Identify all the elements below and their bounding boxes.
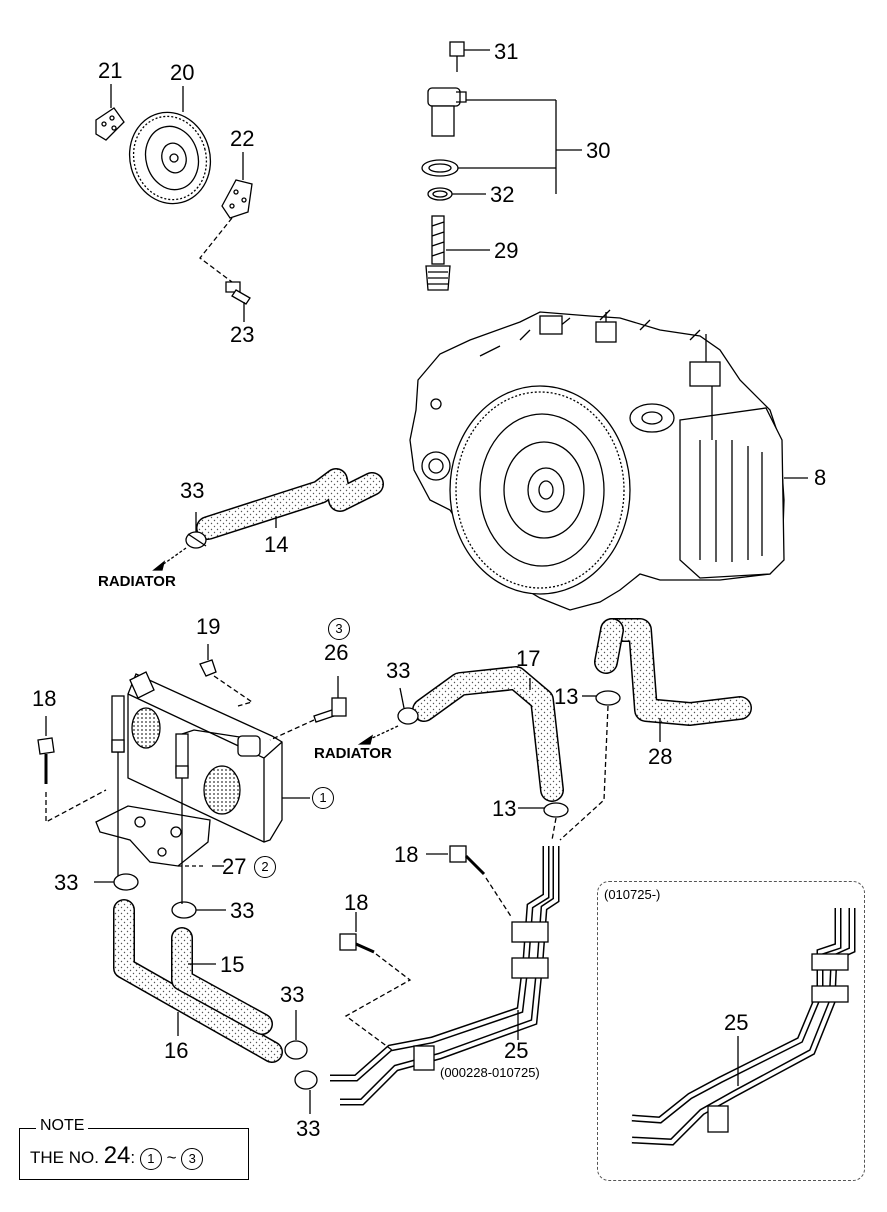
callout-25-main: 25 — [504, 1038, 529, 1063]
callout-17: 17 — [516, 646, 541, 671]
date-range-main: (000228-010725) — [440, 1065, 540, 1080]
callout-32: 32 — [490, 182, 515, 207]
callout-27: 27 — [222, 854, 247, 879]
callout-19: 19 — [196, 614, 221, 639]
callout-18-left: 18 — [32, 686, 57, 711]
circled-1: 1 — [312, 787, 334, 809]
note-text: THE NO. 24: 1 ~ 3 — [30, 1142, 204, 1170]
callout-8: 8 — [814, 465, 827, 490]
callout-29: 29 — [494, 238, 519, 263]
note-box — [19, 1128, 249, 1180]
radiator-label-upper: RADIATOR — [98, 573, 176, 590]
speed-sensor-group — [421, 41, 582, 291]
hose-14-group — [152, 468, 384, 571]
inset-box — [597, 881, 865, 1181]
oil-cooler-tube-main — [330, 845, 560, 1106]
callout-14: 14 — [264, 532, 289, 557]
callout-13-lower: 13 — [492, 796, 517, 821]
callout-33-cooler: 33 — [230, 898, 255, 923]
circled-2: 2 — [254, 856, 276, 878]
callout-18-right: 18 — [394, 842, 419, 867]
callout-30: 30 — [586, 138, 611, 163]
callout-16: 16 — [164, 1038, 189, 1063]
callout-23: 23 — [230, 322, 255, 347]
callout-20: 20 — [170, 60, 195, 85]
callout-22: 22 — [230, 126, 255, 151]
note-circled-to: 3 — [181, 1147, 204, 1170]
transaxle-assembly — [409, 309, 808, 611]
drive-plate-group — [95, 84, 253, 322]
note-tilde: ~ — [166, 1148, 177, 1167]
note-title: NOTE — [36, 1117, 89, 1135]
oil-cooler-tube-inset — [631, 908, 856, 1146]
date-range-inset: (010725-) — [604, 887, 661, 902]
callout-28: 28 — [648, 744, 673, 769]
callout-15: 15 — [220, 952, 245, 977]
oil-cooler-group — [37, 644, 347, 919]
circled-3: 3 — [328, 618, 350, 640]
callout-13-upper: 13 — [554, 684, 579, 709]
note-circled-from: 1 — [139, 1147, 162, 1170]
callout-21: 21 — [98, 58, 123, 83]
hoses-17-28 — [357, 618, 752, 841]
callout-31: 31 — [494, 39, 519, 64]
callout-33-top: 33 — [180, 478, 205, 503]
callout-33-left: 33 — [54, 870, 79, 895]
hoses-15-16 — [113, 899, 318, 1114]
note-colon: : — [130, 1148, 136, 1167]
callout-25-inset: 25 — [724, 1010, 749, 1035]
callout-33-bottom: 33 — [296, 1116, 321, 1141]
callout-33-mid: 33 — [386, 658, 411, 683]
callout-26: 26 — [324, 640, 349, 665]
radiator-label-lower: RADIATOR — [314, 745, 392, 762]
callout-18-lower: 18 — [344, 890, 369, 915]
note-prefix: THE NO. — [30, 1148, 99, 1167]
note-number: 24 — [103, 1142, 131, 1169]
callout-33-hose: 33 — [280, 982, 305, 1007]
